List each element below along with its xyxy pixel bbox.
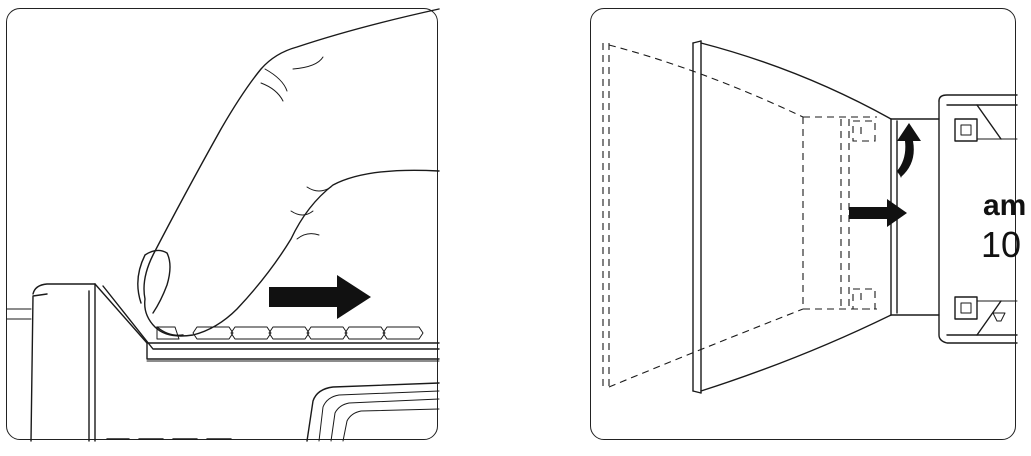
reflector-ghost	[602, 43, 877, 389]
attach-reflector-illustration: am 10	[602, 40, 1026, 394]
light-body	[30, 283, 440, 442]
device-brand-text: am	[983, 189, 1026, 222]
head-latch-bottom	[954, 296, 978, 320]
panel-attach-reflector: am 10	[590, 8, 1026, 440]
pressing-finger	[137, 8, 440, 337]
panel-press-slide	[6, 8, 440, 442]
device-model-text: 10	[981, 224, 1021, 265]
reflector-solid	[692, 40, 940, 394]
rotate-up-arrow	[896, 123, 921, 178]
vent-slots	[156, 326, 424, 340]
press-slide-illustration	[6, 8, 440, 442]
slide-right-arrow	[269, 275, 371, 319]
light-head	[938, 94, 1018, 344]
head-latch-top	[954, 118, 978, 142]
grip-edge	[306, 382, 440, 442]
push-right-arrow	[849, 199, 907, 227]
fingernail	[137, 249, 171, 314]
